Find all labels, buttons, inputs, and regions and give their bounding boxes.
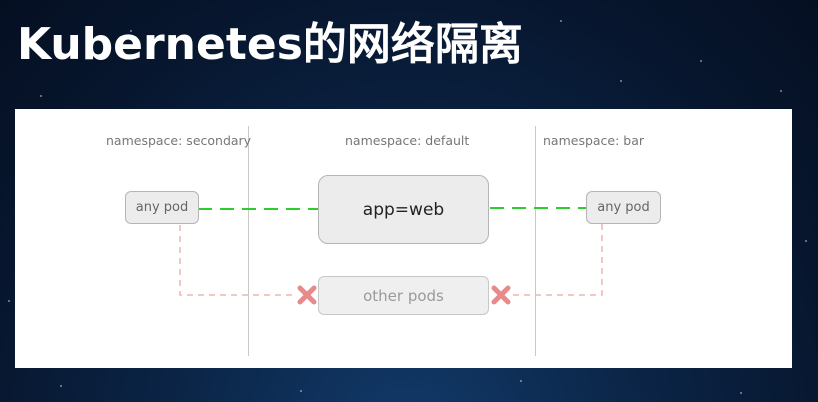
background-star bbox=[40, 95, 42, 97]
network-policy-diagram: namespace: secondary namespace: default … bbox=[15, 109, 792, 368]
background-star bbox=[560, 20, 562, 22]
background-star bbox=[520, 380, 522, 382]
namespace-divider-left bbox=[248, 126, 249, 356]
pod-app-web: app=web bbox=[318, 175, 489, 244]
background-star bbox=[130, 30, 132, 32]
deny-x-icon bbox=[491, 285, 511, 305]
namespace-label-secondary: namespace: secondary bbox=[106, 133, 252, 148]
pod-any-secondary: any pod bbox=[125, 191, 199, 224]
denied-connection-right bbox=[512, 224, 603, 296]
background-star bbox=[780, 90, 782, 92]
deny-x-icon bbox=[297, 285, 317, 305]
background-star bbox=[300, 390, 302, 392]
background-star bbox=[60, 385, 62, 387]
namespace-label-bar: namespace: bar bbox=[543, 133, 645, 148]
background-star bbox=[700, 60, 702, 62]
slide-title: Kubernetes的网络隔离 bbox=[17, 19, 523, 70]
background-star bbox=[620, 80, 622, 82]
connector-lines bbox=[179, 207, 603, 305]
background-star bbox=[8, 300, 10, 302]
namespace-divider-right bbox=[535, 126, 536, 356]
background-star bbox=[740, 392, 742, 394]
namespace-label-default: namespace: default bbox=[345, 133, 470, 148]
background-star bbox=[805, 240, 807, 242]
pod-any-bar: any pod bbox=[586, 191, 661, 224]
denied-connection-left bbox=[179, 225, 297, 296]
pod-other-pods: other pods bbox=[318, 276, 489, 315]
